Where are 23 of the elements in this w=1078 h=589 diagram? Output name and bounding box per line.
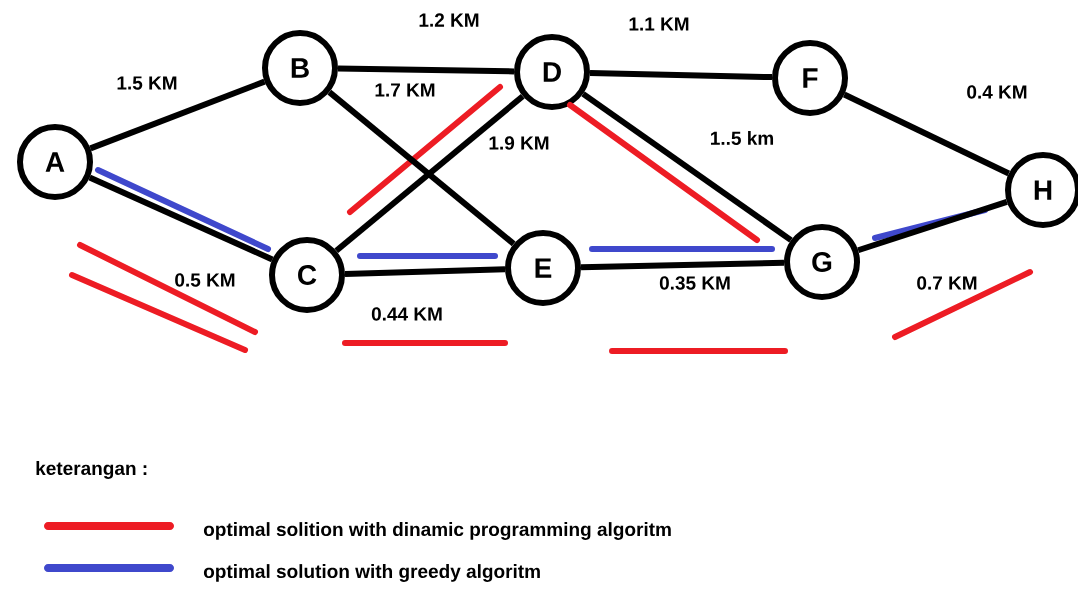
edge-label: 0.4 KM (965, 84, 1029, 100)
edge-line (337, 65, 515, 75)
edge-label: 1..5 km (708, 130, 776, 146)
edge-label: 0.7 KM (915, 275, 979, 291)
legend-text: optimal solition with dinamic programming algoritm (203, 522, 671, 540)
edge-label: 1.7 KM (373, 82, 437, 98)
edge-label: 1.1 KM (627, 16, 691, 32)
legend-heading: keterangan : (36, 461, 147, 479)
edge-label: 1.9 KM (487, 135, 551, 151)
edge-line (88, 174, 274, 263)
edge-label: 0.5 KM (173, 272, 237, 288)
edge-label: 1.5 KM (115, 75, 179, 91)
edge-line (89, 78, 266, 152)
edge-label: 1.2 KM (417, 12, 481, 28)
edge-line (857, 198, 1008, 254)
edge-label: 0.44 KM (370, 306, 444, 322)
edge-label: 0.35 KM (658, 275, 732, 291)
edge-line (580, 259, 785, 271)
edge-line (581, 91, 793, 243)
edge-line (589, 69, 773, 81)
edge-line (842, 91, 1011, 177)
edge-line (344, 266, 506, 277)
legend-text: optimal solution with greedy algoritm (203, 564, 540, 582)
